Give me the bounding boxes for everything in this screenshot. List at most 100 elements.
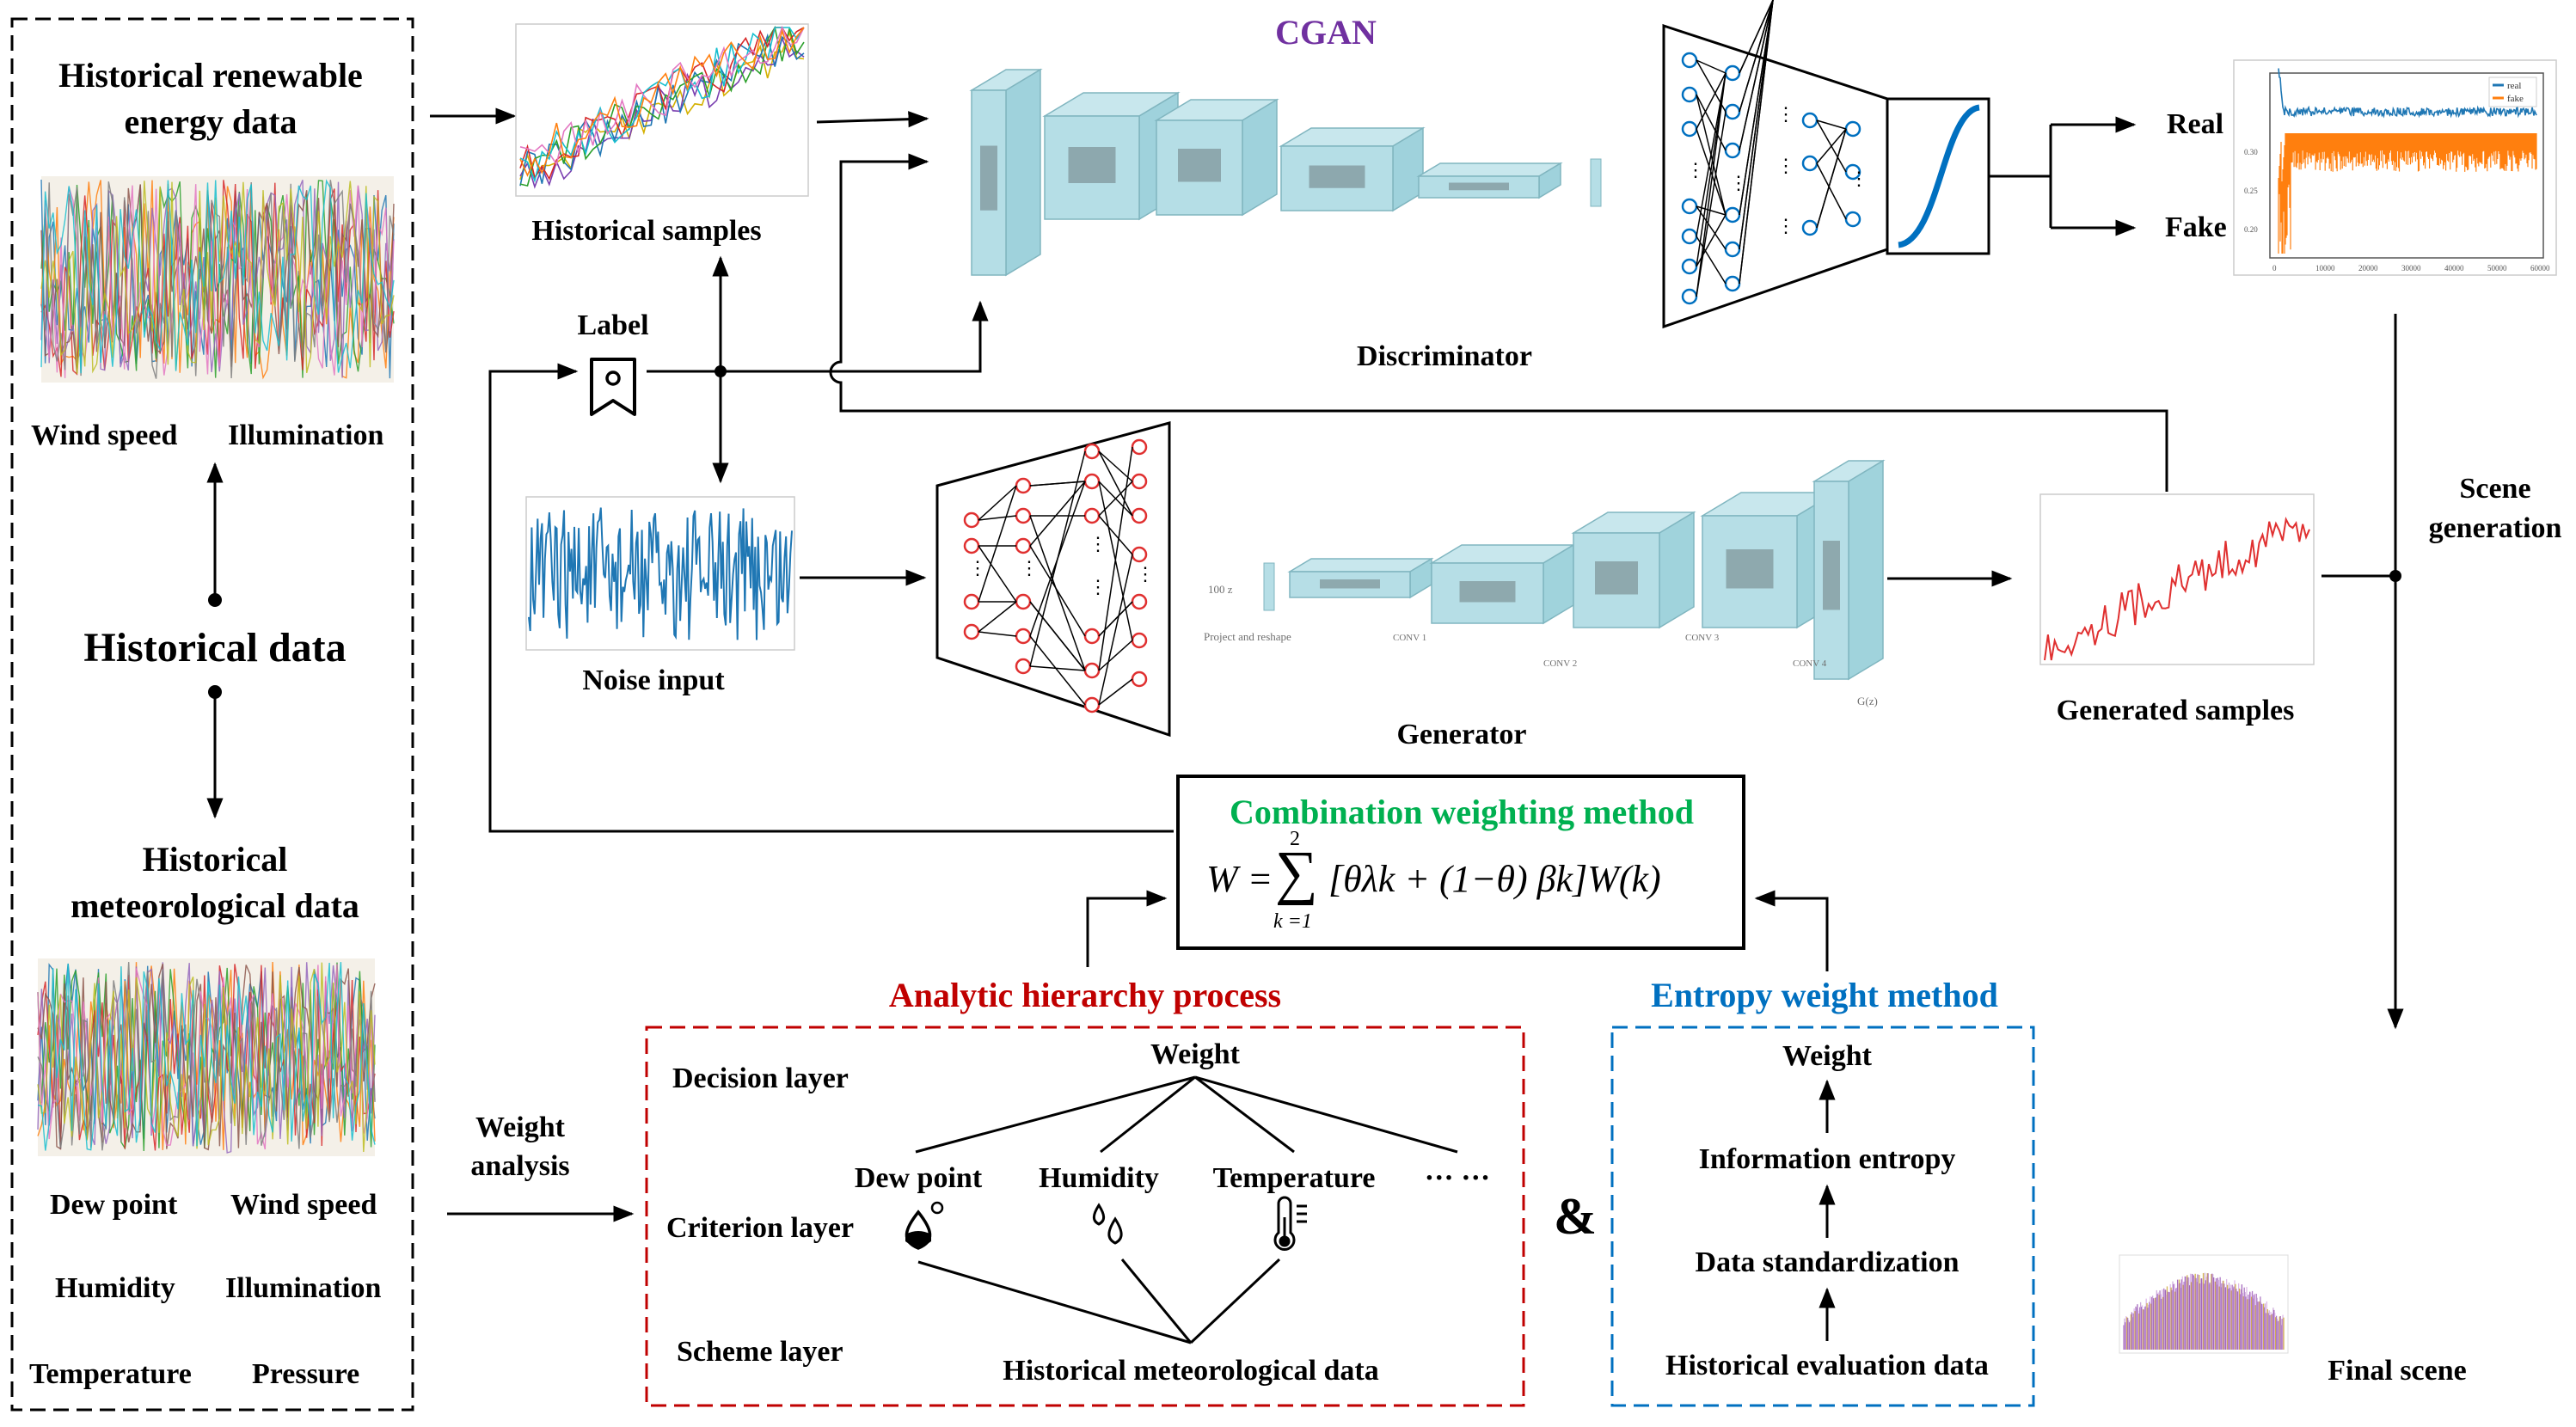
final-scene-chart xyxy=(2119,1254,2289,1354)
generator-edge xyxy=(978,601,1017,633)
loss-x-tick: 50000 xyxy=(2487,264,2507,273)
generator-node xyxy=(1083,662,1101,679)
discriminator-edge xyxy=(1696,59,1727,74)
discriminator-node xyxy=(1681,258,1698,275)
discriminator-edge xyxy=(1696,111,1727,297)
conv-block-side xyxy=(1005,68,1041,277)
renewable-title-line2: energy data xyxy=(124,102,297,141)
thermometer-icon xyxy=(1273,1196,1307,1251)
conv-block-top xyxy=(1416,162,1563,177)
label-bookmark-icon xyxy=(590,358,636,416)
conv-block-side xyxy=(1848,459,1884,681)
historical-sample-trace xyxy=(519,25,805,187)
generator-node xyxy=(1131,593,1148,610)
discriminator-edge xyxy=(1739,0,1774,151)
generator-node xyxy=(1015,507,1032,524)
historical-data-title: Historical data xyxy=(83,625,347,671)
discriminator-edge xyxy=(1816,128,1847,164)
loss-x-tick: 60000 xyxy=(2530,264,2550,273)
discriminator-network: ⋮⋮⋮⋮⋮⋮ xyxy=(1662,0,1990,329)
discriminator-node xyxy=(1724,64,1741,82)
ahp-hierarchy-lines xyxy=(915,1075,1458,1344)
scene-generation-line1: Scene xyxy=(2459,473,2531,505)
renewable-energy-signal-plot xyxy=(40,176,395,383)
ahp-title: Analytic hierarchy process xyxy=(888,976,1282,1014)
discriminator-ellipsis: ⋮ xyxy=(1729,172,1748,193)
loss-x-tick: 20000 xyxy=(2358,264,2378,273)
discriminator-edge xyxy=(1696,72,1727,297)
discriminator-ellipsis: ⋮ xyxy=(1776,215,1795,236)
generator-edge xyxy=(1098,446,1133,671)
generator-node xyxy=(1015,628,1032,645)
discriminator-node xyxy=(1724,241,1741,258)
discriminator-node xyxy=(1801,155,1819,172)
discriminator-edge xyxy=(1696,72,1727,267)
discriminator-conv-architecture xyxy=(969,68,1602,277)
generator-node xyxy=(963,537,980,554)
generator-edge xyxy=(1029,515,1086,671)
discriminator-edge xyxy=(1816,128,1847,229)
generated-samples-chart xyxy=(2039,493,2315,665)
meteorological-title-line2: meteorological data xyxy=(71,886,359,925)
generator-node xyxy=(1083,696,1101,714)
generator-edge xyxy=(978,485,1017,521)
gen-conv-label: CONV 4 xyxy=(1793,658,1827,669)
historical-data-panel xyxy=(10,17,414,1412)
gen-conv-label: CONV 2 xyxy=(1543,658,1577,669)
generator-edge xyxy=(978,631,1017,637)
generator-ellipsis: ⋮ xyxy=(1136,563,1155,585)
entropy-step-information-entropy: Information entropy xyxy=(1698,1143,1956,1175)
generator-edge xyxy=(1029,450,1086,667)
renewable-label-wind-speed: Wind speed xyxy=(31,420,178,451)
generator-network: ⋮⋮⋮⋮⋮ xyxy=(935,421,1171,738)
discriminator-edge xyxy=(1739,0,1774,285)
sigmoid-curve xyxy=(1898,104,1981,248)
final-scene-label: Final scene xyxy=(2328,1355,2467,1387)
discriminator-node xyxy=(1844,120,1861,138)
loss-x-tick: 30000 xyxy=(2401,264,2421,273)
generator-edge xyxy=(1029,545,1086,637)
gen-input-label: 100 z xyxy=(1208,583,1233,596)
discriminator-node xyxy=(1681,120,1698,138)
discriminator-node xyxy=(1724,206,1741,224)
generator-edge xyxy=(978,545,1017,603)
formula-rhs: [θλk + (1−θ) βk]W(k) xyxy=(1328,858,1661,900)
discriminator-edge xyxy=(1739,0,1774,74)
generator-edge xyxy=(1098,678,1133,706)
generator-node xyxy=(963,511,980,529)
historical-samples-chart xyxy=(515,23,809,197)
generator-node xyxy=(1015,593,1032,610)
generator-node xyxy=(1083,507,1101,524)
discriminator-edge xyxy=(1816,162,1847,220)
disc-output-bar xyxy=(1590,158,1602,207)
discriminator-edge xyxy=(1739,0,1774,250)
discriminator-node xyxy=(1844,211,1861,228)
generator-node xyxy=(1083,443,1101,460)
generator-node xyxy=(963,593,980,610)
loss-x-tick: 0 xyxy=(2272,264,2277,273)
combination-weighting-box xyxy=(1176,775,1745,950)
real-label: Real xyxy=(2167,108,2224,140)
entropy-step-historical-evaluation: Historical evaluation data xyxy=(1665,1350,1989,1381)
generator-node xyxy=(1015,477,1032,494)
generator-edge xyxy=(978,515,1017,521)
generated-samples-label: Generated samples xyxy=(2056,695,2295,726)
conv-kernel xyxy=(1068,147,1116,183)
generator-ellipsis: ⋮ xyxy=(1089,533,1107,554)
generator-node xyxy=(1131,632,1148,649)
met-label-humidity: Humidity xyxy=(55,1272,175,1304)
discriminator-ellipsis: ⋮ xyxy=(1686,159,1705,181)
discriminator-label: Discriminator xyxy=(1357,340,1532,372)
cgan-title: CGAN xyxy=(1275,13,1377,52)
discriminator-edge xyxy=(1696,72,1727,130)
renewable-trace xyxy=(40,179,395,374)
ahp-criterion-dew-point: Dew point xyxy=(854,1162,983,1194)
discriminator-node xyxy=(1801,219,1819,236)
gen-conv-label: CONV 3 xyxy=(1685,633,1720,643)
combination-title: Combination weighting method xyxy=(1229,793,1695,831)
entropy-step-data-standardization: Data standardization xyxy=(1695,1246,1960,1278)
weight-analysis-line1: Weight xyxy=(475,1112,565,1143)
meteorological-signal-plot xyxy=(37,958,376,1156)
